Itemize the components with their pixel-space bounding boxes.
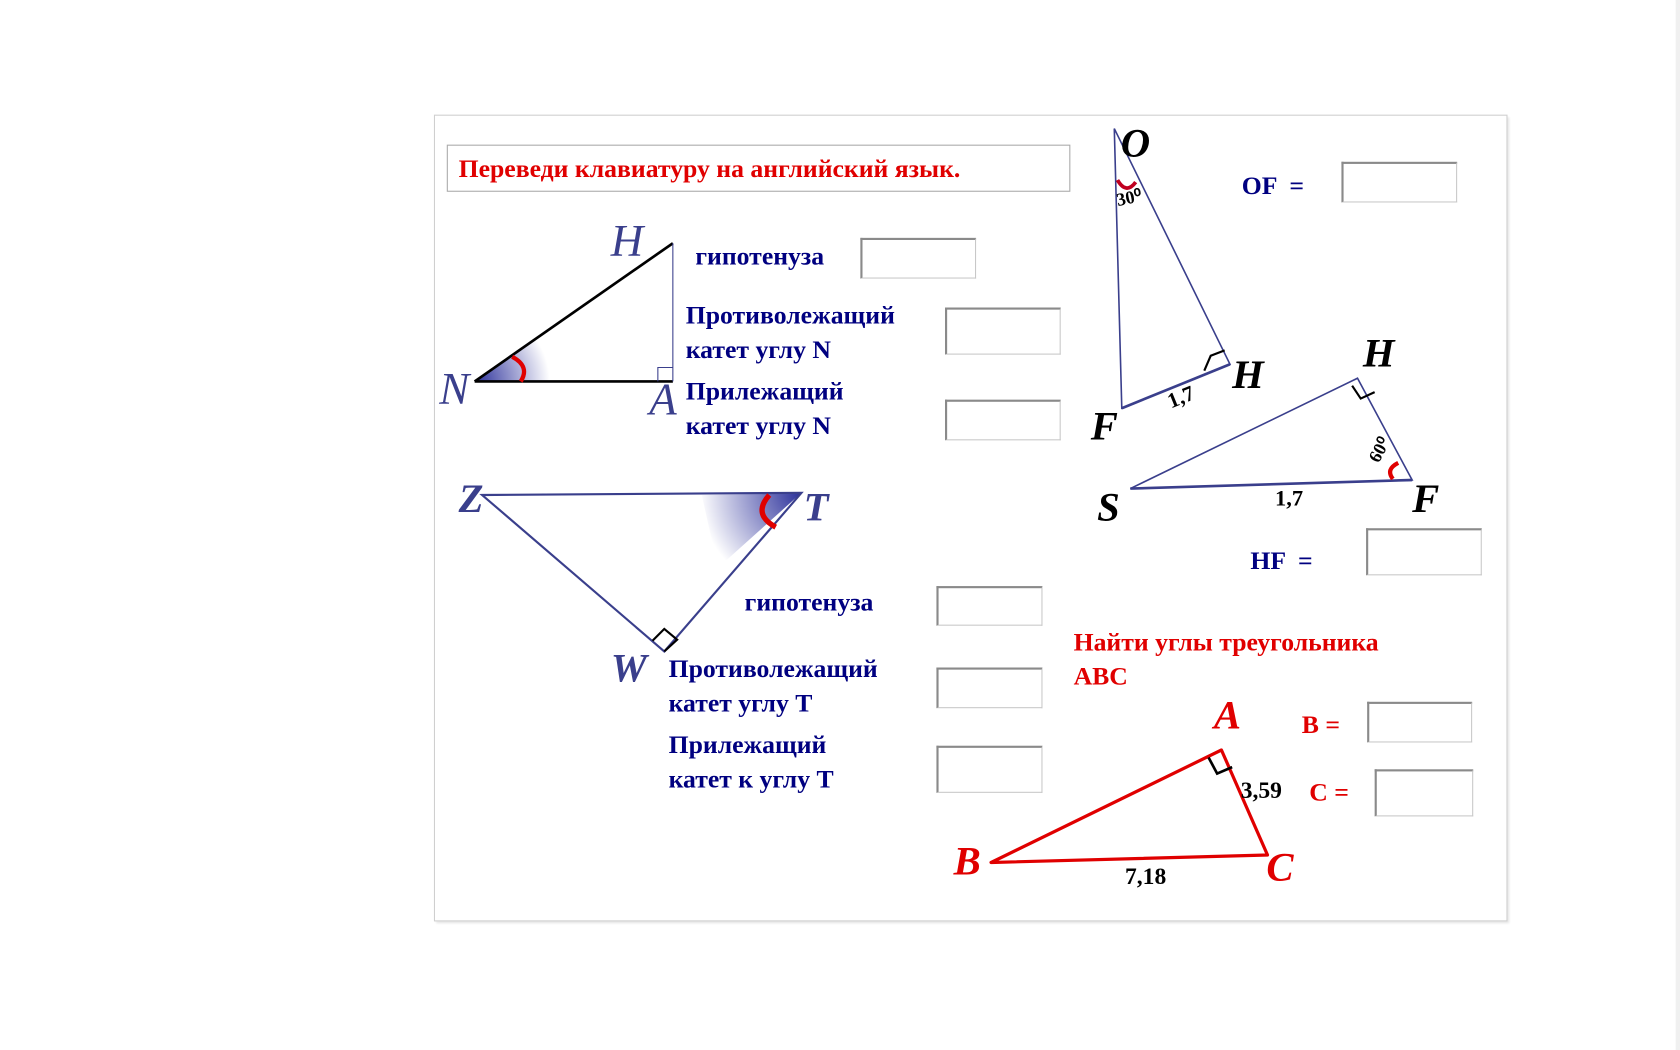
opposite-label-t-line1: Противолежащий: [668, 655, 878, 684]
vertex-label-o: O: [1120, 121, 1151, 167]
angle-arc-icon: [759, 493, 778, 530]
angle-c-label: C =: [1309, 778, 1349, 807]
vertex-label-h: H: [610, 217, 644, 267]
opposite-label-n-line2: катет углу N: [685, 336, 831, 365]
angle-arc-icon: [1387, 460, 1400, 481]
angle-arc-icon: [511, 354, 527, 383]
vertex-label-f2: F: [1412, 476, 1440, 522]
instruction-box: [446, 144, 1071, 192]
hypotenuse-input-t[interactable]: [936, 586, 1043, 626]
angle-arc-icon: [1115, 179, 1138, 190]
vertex-label-n: N: [439, 365, 470, 415]
instruction-text: Переведи клавиатуру на английский язык.: [458, 155, 961, 184]
abc-task-line1: Найти углы треугольника: [1073, 628, 1379, 657]
adjacent-input-n[interactable]: [945, 399, 1061, 441]
vertex-label-f: F: [1090, 403, 1118, 449]
opposite-label-t: Противолежащий катет углу T: [669, 653, 878, 722]
hf-question: HF =: [1250, 547, 1313, 576]
vertex-label-z: Z: [458, 476, 484, 522]
hypotenuse-input-n[interactable]: [860, 237, 977, 279]
hf-answer-input[interactable]: [1366, 528, 1482, 576]
opposite-input-n[interactable]: [945, 307, 1061, 355]
side-sf-label: 1,7: [1275, 485, 1304, 512]
vertex-label-b: B: [953, 838, 981, 884]
abc-task: Найти углы треугольника ABC: [1074, 626, 1379, 695]
angle-c-input[interactable]: [1374, 769, 1474, 817]
triangle-abc: [989, 748, 1270, 865]
vertex-label-s: S: [1097, 485, 1120, 531]
opposite-label-n-line1: Противолежащий: [685, 302, 895, 331]
adjacent-label-n-line1: Прилежащий: [685, 378, 844, 407]
angle-b-input[interactable]: [1367, 701, 1473, 743]
vertex-label-a2: A: [1213, 693, 1242, 739]
opposite-label-n: Противолежащий катет углу N: [686, 299, 895, 368]
of-question: OF =: [1241, 172, 1305, 201]
triangle-ofh: [1113, 128, 1232, 410]
adjacent-label-t-line2: катет к углу T: [668, 766, 834, 794]
triangle-ztw: [479, 491, 804, 653]
opposite-label-t-line2: катет углу T: [668, 690, 813, 718]
vertex-label-t: T: [803, 485, 829, 531]
vertex-label-h3: H: [1362, 331, 1395, 377]
hypotenuse-label-n: гипотенуза: [695, 243, 825, 272]
adjacent-label-n-line2: катет углу N: [685, 412, 831, 441]
adjacent-label-t: Прилежащий катет к углу T: [669, 729, 834, 798]
vertex-label-h2: H: [1232, 352, 1264, 398]
scrollbar[interactable]: [1675, 0, 1680, 1050]
of-answer-input[interactable]: [1341, 161, 1458, 203]
vertex-label-w: W: [610, 646, 647, 692]
abc-task-line2: ABC: [1073, 663, 1128, 692]
adjacent-input-t[interactable]: [936, 745, 1043, 793]
hypotenuse-label-t: гипотенуза: [744, 589, 874, 618]
vertex-label-c: C: [1266, 845, 1294, 891]
triangle-shf: [1130, 377, 1414, 490]
side-bc-label: 7,18: [1125, 862, 1167, 890]
vertex-label-a: A: [649, 376, 677, 426]
angle-b-label: B =: [1301, 711, 1341, 740]
triangle-nha: [473, 242, 674, 383]
adjacent-label-n: Прилежащий катет углу N: [686, 375, 844, 444]
opposite-input-t[interactable]: [936, 667, 1043, 709]
side-ac-label: 3,59: [1240, 776, 1282, 804]
adjacent-label-t-line1: Прилежащий: [668, 731, 827, 760]
